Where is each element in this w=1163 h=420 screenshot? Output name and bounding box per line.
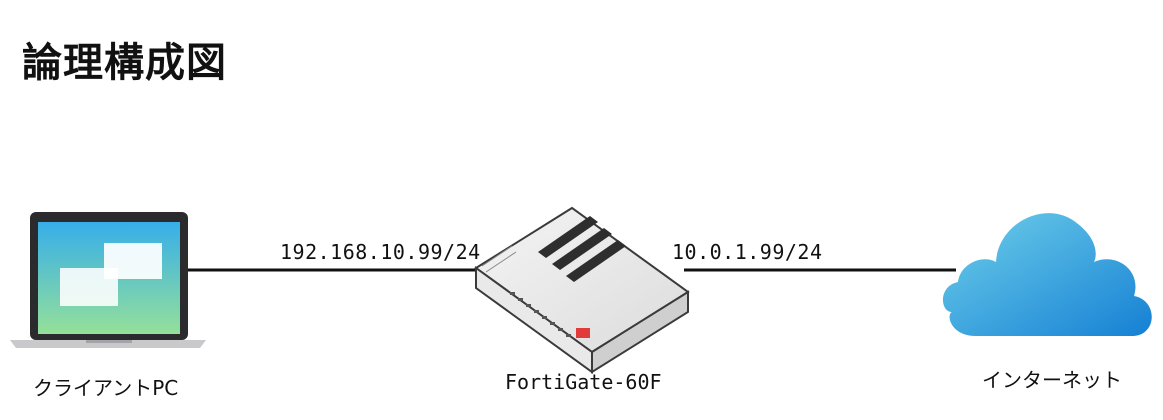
- client-pc-label: クライアントPC: [33, 376, 179, 400]
- port-row: [510, 292, 571, 337]
- lan-ip-label: 192.168.10.99/24: [280, 240, 481, 264]
- page-title: 論理構成図: [22, 40, 227, 86]
- firewall-appliance-icon: [474, 206, 690, 374]
- laptop-icon: [10, 212, 206, 348]
- wan-ip-label: 10.0.1.99/24: [672, 240, 823, 264]
- cloud-icon: [942, 213, 1152, 336]
- firewall-label: FortiGate-60F: [505, 370, 662, 394]
- internet-label: インターネット: [982, 368, 1122, 392]
- fortinet-logo-icon: [538, 216, 626, 282]
